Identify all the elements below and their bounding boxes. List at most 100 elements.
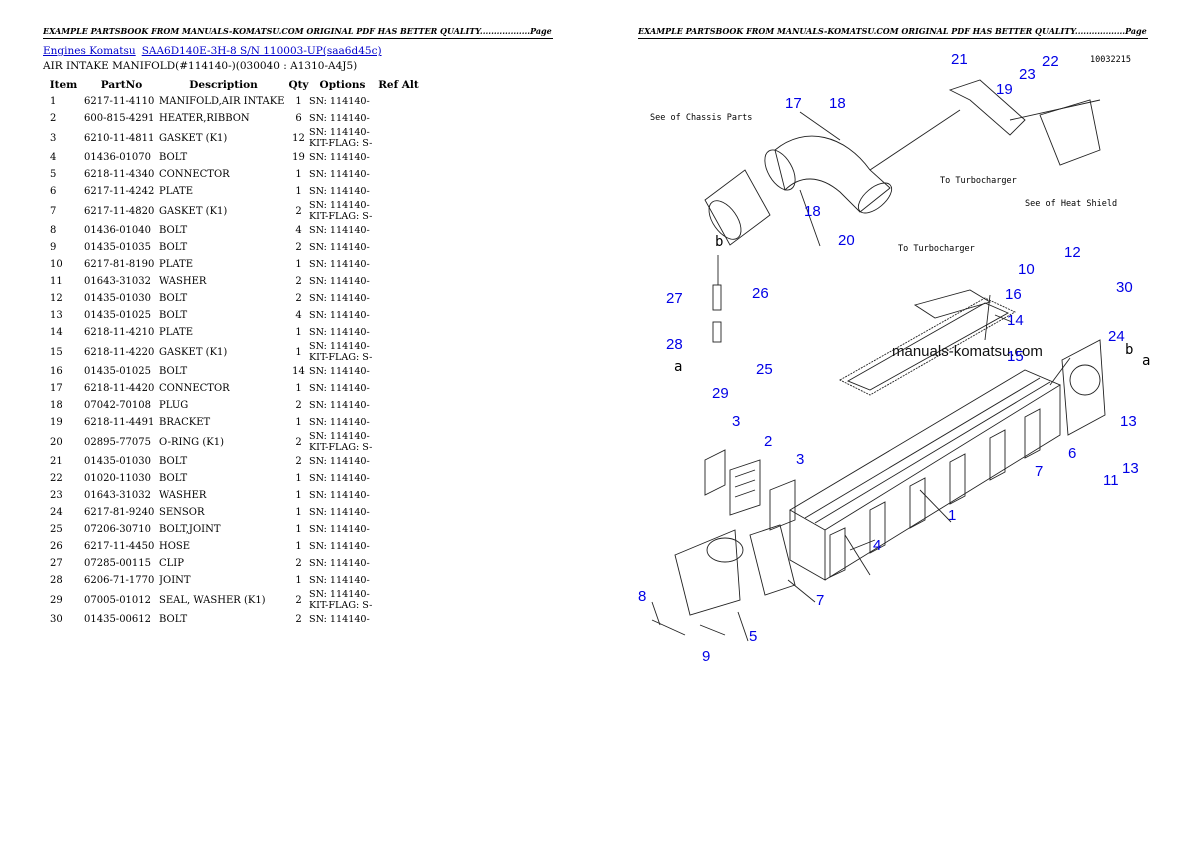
row-item-cell: 30 bbox=[50, 614, 63, 625]
row-partno-cell: 01643-31032 bbox=[84, 276, 152, 287]
row-partno-cell: 600-815-4291 bbox=[84, 113, 155, 124]
row-partno-cell: 6206-71-1770 bbox=[84, 575, 155, 586]
row-refalt-cell bbox=[376, 589, 421, 611]
row-qty-cell: 1 bbox=[295, 383, 302, 394]
row-item-cell: 10 bbox=[50, 259, 63, 270]
row-refalt-cell bbox=[376, 380, 421, 397]
row-qty-cell: 4 bbox=[295, 310, 302, 321]
row-qty-cell: 1 bbox=[295, 186, 302, 197]
row-item-cell: 19 bbox=[50, 417, 63, 428]
row-options-cell: SN: 114140- bbox=[309, 366, 370, 377]
row-qty-cell: 1 bbox=[295, 541, 302, 552]
row-refalt-cell bbox=[376, 521, 421, 538]
row-partno-cell: 6217-11-4110 bbox=[84, 96, 155, 107]
row-refalt-cell bbox=[376, 431, 421, 453]
callout-22: 22 bbox=[1042, 53, 1059, 70]
row-options-cell: SN: 114140- KIT-FLAG: S- bbox=[309, 127, 373, 149]
callout-3a: 3 bbox=[732, 413, 740, 430]
col-partno-header: PartNo bbox=[100, 78, 143, 91]
row-qty-cell: 1 bbox=[295, 169, 302, 180]
row-refalt-cell bbox=[376, 324, 421, 341]
row-qty-cell: 1 bbox=[295, 346, 302, 358]
row-partno-cell: 07005-01012 bbox=[84, 594, 152, 606]
row-options-cell: SN: 114140- bbox=[309, 327, 370, 338]
callout-8: 8 bbox=[638, 588, 646, 605]
row-options-cell: SN: 114140- bbox=[309, 417, 370, 428]
row-item-cell: 28 bbox=[50, 575, 63, 586]
row-partno-cell: 6217-11-4242 bbox=[84, 186, 155, 197]
row-options-cell: SN: 114140- bbox=[309, 383, 370, 394]
callout-14: 14 bbox=[1007, 312, 1024, 329]
row-description-cell: SEAL, WASHER (K1) bbox=[159, 594, 266, 606]
row-options-cell: SN: 114140- bbox=[309, 558, 370, 569]
row-item-cell: 8 bbox=[50, 225, 57, 236]
col-item-header: Item bbox=[49, 78, 78, 91]
callout-2: 2 bbox=[764, 433, 772, 450]
row-item-cell: 3 bbox=[50, 132, 57, 144]
row-item-cell: 24 bbox=[50, 507, 63, 518]
row-item-cell: 4 bbox=[50, 152, 57, 163]
row-qty-cell: 1 bbox=[295, 259, 302, 270]
row-refalt-cell bbox=[376, 239, 421, 256]
row-options-cell: SN: 114140- bbox=[309, 259, 370, 270]
row-description-cell: BOLT bbox=[159, 614, 188, 625]
row-refalt-cell bbox=[376, 538, 421, 555]
row-qty-cell: 2 bbox=[295, 436, 302, 448]
row-options-cell: SN: 114140- bbox=[309, 490, 370, 501]
row-qty-cell: 1 bbox=[295, 327, 302, 338]
row-qty-cell: 1 bbox=[295, 490, 302, 501]
table-header-row: Item PartNo Description Qty Options Ref … bbox=[43, 76, 421, 93]
row-item-cell: 25 bbox=[50, 524, 63, 535]
row-partno-cell: 07285-00115 bbox=[84, 558, 152, 569]
callout-28: 28 bbox=[666, 336, 683, 353]
parts-diagram: See of Chassis Parts To Turbocharger To … bbox=[630, 40, 1160, 680]
row-description-cell: GASKET (K1) bbox=[159, 205, 228, 217]
row-options-cell: SN: 114140- bbox=[309, 293, 370, 304]
row-description-cell: SENSOR bbox=[159, 507, 205, 518]
row-qty-cell: 1 bbox=[295, 96, 302, 107]
page2-header: EXAMPLE PARTSBOOK FROM MANUALS-KOMATSU.C… bbox=[638, 26, 1148, 39]
parts-table: Item PartNo Description Qty Options Ref … bbox=[43, 76, 421, 628]
callout-27: 27 bbox=[666, 290, 683, 307]
row-partno-cell: 01435-01030 bbox=[84, 293, 152, 304]
row-description-cell: BOLT bbox=[159, 366, 188, 377]
row-item-cell: 13 bbox=[50, 310, 63, 321]
row-partno-cell: 01435-01025 bbox=[84, 310, 152, 321]
row-description-cell: JOINT bbox=[159, 575, 191, 586]
row-qty-cell: 1 bbox=[295, 417, 302, 428]
row-qty-cell: 1 bbox=[295, 524, 302, 535]
row-description-cell: O-RING (K1) bbox=[159, 436, 224, 448]
row-partno-cell: 01643-31032 bbox=[84, 490, 152, 501]
row-partno-cell: 6218-11-4210 bbox=[84, 327, 155, 338]
row-description-cell: CLIP bbox=[159, 558, 184, 569]
breadcrumb-link-engines[interactable]: Engines Komatsu bbox=[43, 45, 136, 57]
row-description-cell: HOSE bbox=[159, 541, 191, 552]
row-item-cell: 9 bbox=[50, 242, 57, 253]
letter-a-right: a bbox=[1142, 353, 1150, 369]
row-refalt-cell bbox=[376, 222, 421, 239]
row-refalt-cell bbox=[376, 470, 421, 487]
row-refalt-cell bbox=[376, 555, 421, 572]
row-qty-cell: 2 bbox=[295, 242, 302, 253]
row-refalt-cell bbox=[376, 397, 421, 414]
callout-13b: 13 bbox=[1122, 460, 1139, 477]
row-description-cell: HEATER,RIBBON bbox=[159, 113, 250, 124]
row-partno-cell: 02895-77075 bbox=[84, 436, 152, 448]
row-options-cell: SN: 114140- bbox=[309, 310, 370, 321]
breadcrumb-link-model[interactable]: SAA6D140E-3H-8 S/N 110003-UP(saa6d45c) bbox=[141, 45, 382, 57]
